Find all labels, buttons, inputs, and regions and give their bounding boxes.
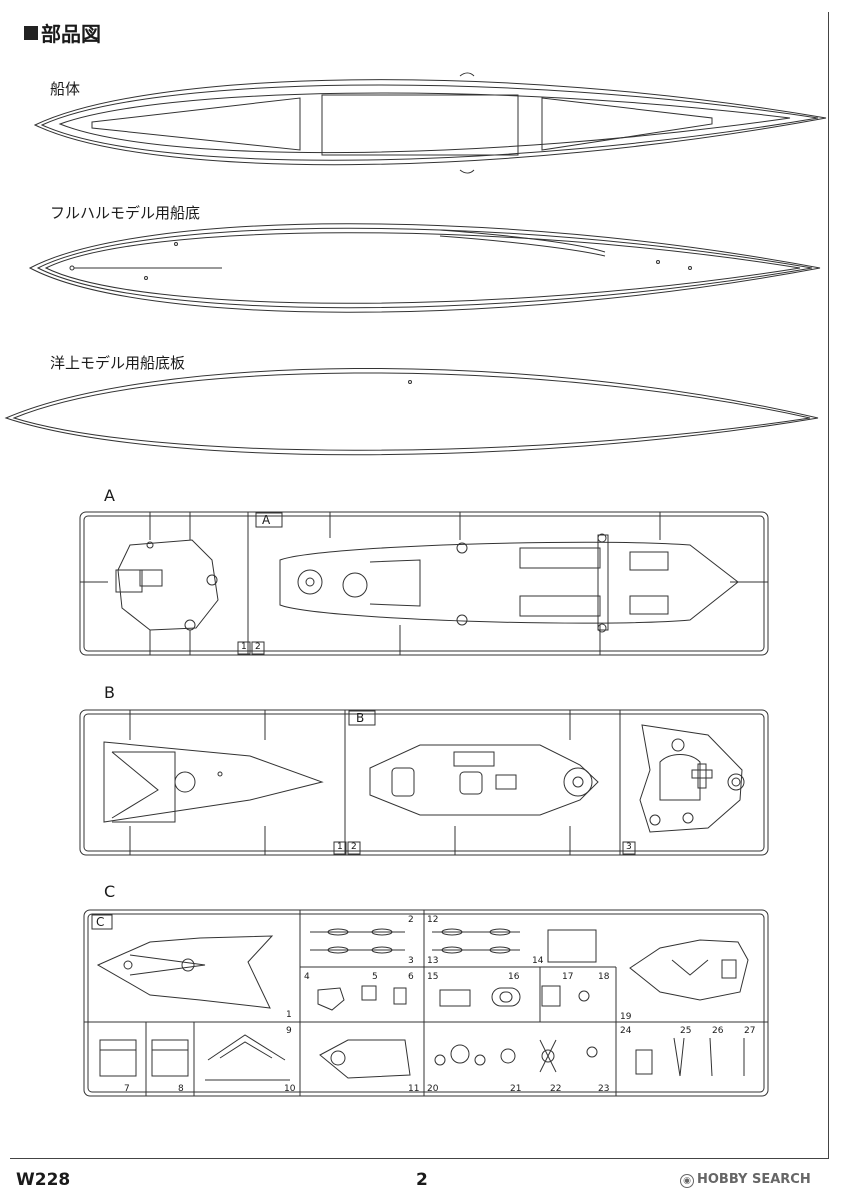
sprue-c-part-number: 8 — [178, 1084, 184, 1094]
sprue-c-part-number: 7 — [124, 1084, 130, 1094]
sprue-b-tag: B — [356, 711, 365, 725]
square-bullet-icon — [24, 26, 38, 40]
sprue-b-part-number: 3 — [626, 842, 632, 852]
sprue-c-part-number: 13 — [427, 956, 439, 966]
sprue-a-drawing — [79, 511, 769, 656]
page-frame — [10, 12, 829, 1159]
sprue-c-part-number: 17 — [562, 972, 574, 982]
sprue-c-part-number: 3 — [408, 956, 414, 966]
manual-code: W228 — [16, 1170, 71, 1190]
sprue-c-part-number: 22 — [550, 1084, 562, 1094]
sprue-c-part-number: 2 — [408, 915, 414, 925]
sprue-b-drawing — [79, 709, 769, 856]
sprue-c-part-number: 14 — [532, 956, 544, 966]
sprue-c-part-number: 27 — [744, 1026, 756, 1036]
sprue-c-part-number: 11 — [408, 1084, 420, 1094]
sprue-c-part-number: 10 — [284, 1084, 296, 1094]
sprue-c-part-number: 15 — [427, 972, 439, 982]
sprue-c-part-number: 21 — [510, 1084, 522, 1094]
sprue-c-tag: C — [96, 915, 105, 929]
sprue-c-part-number: 18 — [598, 972, 610, 982]
full-hull-bottom-label: フルハルモデル用船底 — [50, 204, 201, 222]
sprue-b-part-number: 1 — [337, 842, 343, 852]
hobby-search-logo-icon: ◉ — [680, 1174, 694, 1188]
sprue-b-part-number: 2 — [351, 842, 357, 852]
sprue-c-part-number: 20 — [427, 1084, 439, 1094]
sprue-c-part-number: 12 — [427, 915, 439, 925]
waterline-plate-drawing — [4, 367, 819, 456]
sprue-c-part-number: 19 — [620, 1012, 632, 1022]
sprue-a-tag: A — [262, 513, 271, 527]
sprue-c-part-number: 6 — [408, 972, 414, 982]
sprue-c-part-number: 5 — [372, 972, 378, 982]
sprue-c-part-number: 25 — [680, 1026, 692, 1036]
page-number: 2 — [416, 1170, 428, 1190]
waterline-plate-label: 洋上モデル用船底板 — [50, 354, 186, 372]
sprue-c-part-number: 23 — [598, 1084, 610, 1094]
full-hull-bottom-drawing — [28, 223, 821, 313]
sprue-a-label: A — [104, 486, 115, 505]
sprue-c-part-number: 24 — [620, 1026, 632, 1036]
sprue-c-part-number: 26 — [712, 1026, 724, 1036]
sprue-c-part-number: 9 — [286, 1026, 292, 1036]
sprue-b-label: B — [104, 683, 115, 702]
sprue-c-part-number: 4 — [304, 972, 310, 982]
hull-label: 船体 — [50, 80, 81, 98]
page-title: 部品図 — [24, 18, 101, 47]
sprue-c-drawing — [83, 909, 769, 1097]
hull-drawing — [33, 72, 827, 174]
sprue-a-part-number: 1 — [241, 642, 247, 652]
sprue-c-part-number: 16 — [508, 972, 520, 982]
sprue-c-part-number: 1 — [286, 1010, 292, 1020]
sprue-c-label: C — [104, 882, 116, 901]
sprue-a-part-number: 2 — [255, 642, 261, 652]
watermark: ◉HOBBY SEARCH — [680, 1172, 811, 1188]
